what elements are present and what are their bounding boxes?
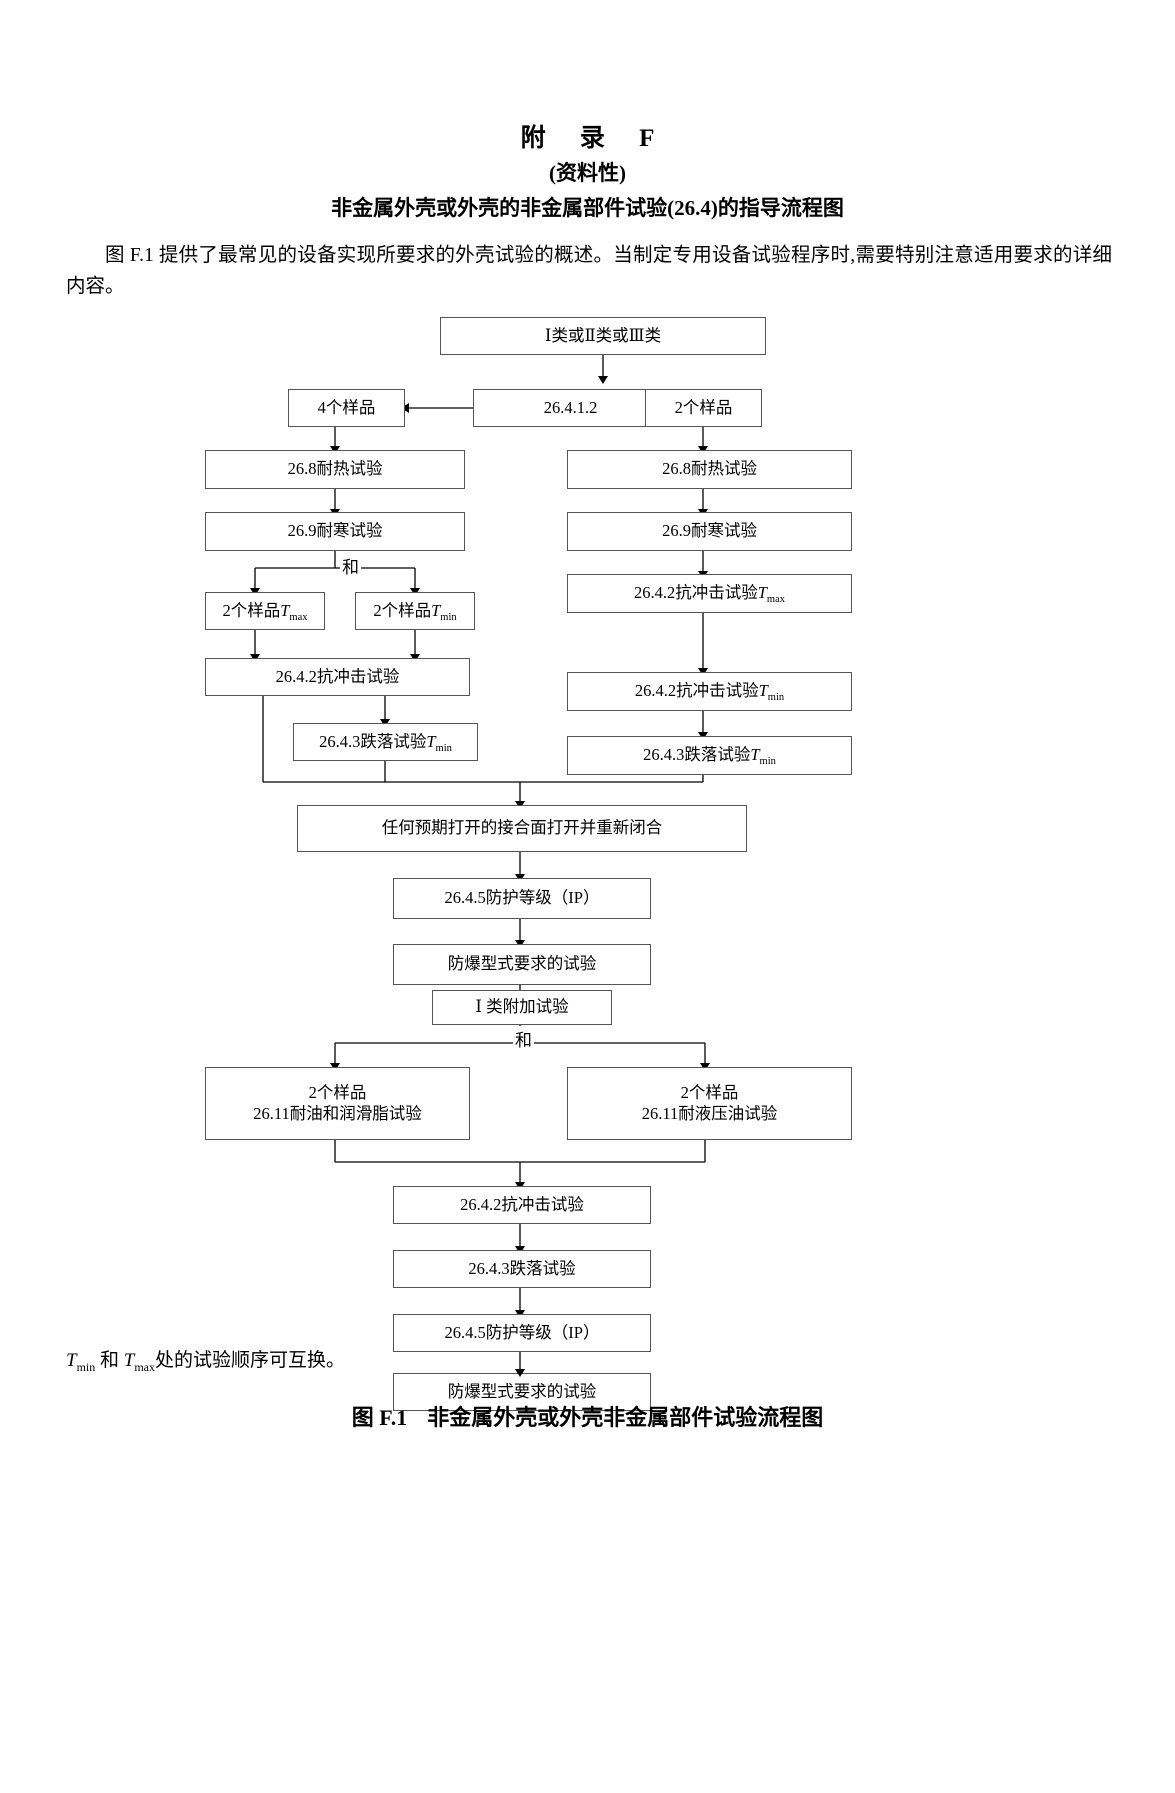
node-right-samples[interactable]: 2个样品 (645, 389, 762, 427)
node-right-drop-test[interactable]: 26.4.3跌落试验Tmin (567, 736, 852, 775)
flowchart: Ⅰ类或Ⅱ类或Ⅲ类 26.4.1.2 4个样品 2个样品 26.8耐热试验 26.… (0, 310, 1175, 1411)
node-label: Ⅰ 类附加试验 (475, 997, 569, 1017)
node-left-samples[interactable]: 4个样品 (288, 389, 405, 427)
node-label: 26.9耐寒试验 (287, 521, 383, 541)
node-left-sample-tmin[interactable]: 2个样品Tmin (355, 592, 475, 630)
node-right-impact-tmin[interactable]: 26.4.2抗冲击试验Tmin (567, 672, 852, 711)
node-clause-26412[interactable]: 26.4.1.2 (473, 389, 668, 427)
appendix-subject: 非金属外壳或外壳的非金属部件试验(26.4)的指导流程图 (331, 196, 844, 220)
node-label: 26.4.2抗冲击试验 (275, 666, 400, 686)
node-label: 26.8耐热试验 (287, 459, 383, 479)
node-class-types[interactable]: Ⅰ类或Ⅱ类或Ⅲ类 (440, 317, 766, 355)
figure-note: Tmin 和 Tmax处的试验顺序可互换。 (66, 1350, 346, 1374)
node-label: 任何预期打开的接合面打开并重新闭合 (381, 818, 663, 838)
node-label: 2个样品 (674, 397, 733, 417)
edge-label-and-lower: 和 (513, 1026, 534, 1051)
figure-title: 非金属外壳或外壳非金属部件试验流程图 (427, 1405, 824, 1430)
node-oil-grease-test[interactable]: 2个样品 26.11耐油和润滑脂试验 (205, 1067, 470, 1140)
node-right-heat-test[interactable]: 26.8耐热试验 (567, 450, 852, 489)
node-label: 26.4.2抗冲击试验Tmin (634, 681, 785, 704)
appendix-kind: (资料性) (549, 161, 626, 185)
node-label-line1: 2个样品 (308, 1082, 367, 1102)
node-label: 26.4.2抗冲击试验 (460, 1194, 584, 1214)
node-explosion-type-2[interactable]: 防爆型式要求的试验 (393, 1373, 651, 1411)
node-right-cold-test[interactable]: 26.9耐寒试验 (567, 512, 852, 551)
figure-caption: 图 F.1 非金属外壳或外壳非金属部件试验流程图 (0, 1400, 1175, 1432)
node-label: 26.4.1.2 (543, 397, 598, 417)
figure-label: 图 F.1 (351, 1405, 408, 1430)
note-var-tmin: T (66, 1350, 77, 1371)
node-left-impact-test[interactable]: 26.4.2抗冲击试验 (205, 658, 470, 696)
node-label: 2个样品Tmax (222, 600, 308, 623)
node-label: 26.4.3跌落试验 (468, 1258, 576, 1278)
note-var-tmax: T (123, 1350, 135, 1371)
node-label: 2个样品Tmin (373, 600, 457, 623)
node-hydraulic-oil-test[interactable]: 2个样品 26.11耐液压油试验 (567, 1067, 852, 1140)
flowchart-edges-tail (515, 1352, 525, 1377)
node-left-heat-test[interactable]: 26.8耐热试验 (205, 450, 465, 489)
node-final-impact-test[interactable]: 26.4.2抗冲击试验 (393, 1186, 651, 1224)
node-label: 26.8耐热试验 (662, 459, 757, 479)
node-label-line1: 2个样品 (680, 1082, 739, 1102)
node-label: 防爆型式要求的试验 (447, 1381, 597, 1401)
node-left-drop-test[interactable]: 26.4.3跌落试验Tmin (293, 723, 478, 761)
node-joint-reopen[interactable]: 任何预期打开的接合面打开并重新闭合 (297, 805, 747, 852)
node-explosion-type-1[interactable]: 防爆型式要求的试验 (393, 944, 651, 985)
node-label: 26.4.5防护等级（IP） (444, 1322, 600, 1342)
node-label: 26.4.3跌落试验Tmin (643, 745, 776, 768)
node-label: 26.4.5防护等级（IP） (444, 888, 600, 908)
node-final-drop-test[interactable]: 26.4.3跌落试验 (393, 1250, 651, 1288)
node-left-cold-test[interactable]: 26.9耐寒试验 (205, 512, 465, 551)
node-label: 26.9耐寒试验 (662, 521, 757, 541)
node-right-impact-tmax[interactable]: 26.4.2抗冲击试验Tmax (567, 574, 852, 613)
node-label-line2: 26.11耐油和润滑脂试验 (253, 1103, 422, 1123)
node-label: 4个样品 (317, 397, 376, 417)
node-left-sample-tmax[interactable]: 2个样品Tmax (205, 592, 325, 630)
flowchart-edges (250, 355, 742, 1318)
node-class-i-additional[interactable]: Ⅰ 类附加试验 (432, 990, 612, 1025)
edge-label-and-upper: 和 (340, 553, 361, 578)
node-label: 26.4.2抗冲击试验Tmax (633, 583, 785, 606)
node-label: 26.4.3跌落试验Tmin (319, 731, 452, 754)
node-label: Ⅰ类或Ⅱ类或Ⅲ类 (544, 325, 662, 345)
node-label: 防爆型式要求的试验 (447, 954, 597, 974)
node-ip-rating-1[interactable]: 26.4.5防护等级（IP） (393, 878, 651, 919)
intro-paragraph: 图 F.1 提供了最常见的设备实现所要求的外壳试验的概述。当制定专用设备试验程序… (66, 245, 1112, 297)
node-ip-rating-2[interactable]: 26.4.5防护等级（IP） (393, 1314, 651, 1352)
appendix-title: 附 录 F (520, 125, 669, 152)
node-label-line2: 26.11耐液压油试验 (641, 1103, 778, 1123)
